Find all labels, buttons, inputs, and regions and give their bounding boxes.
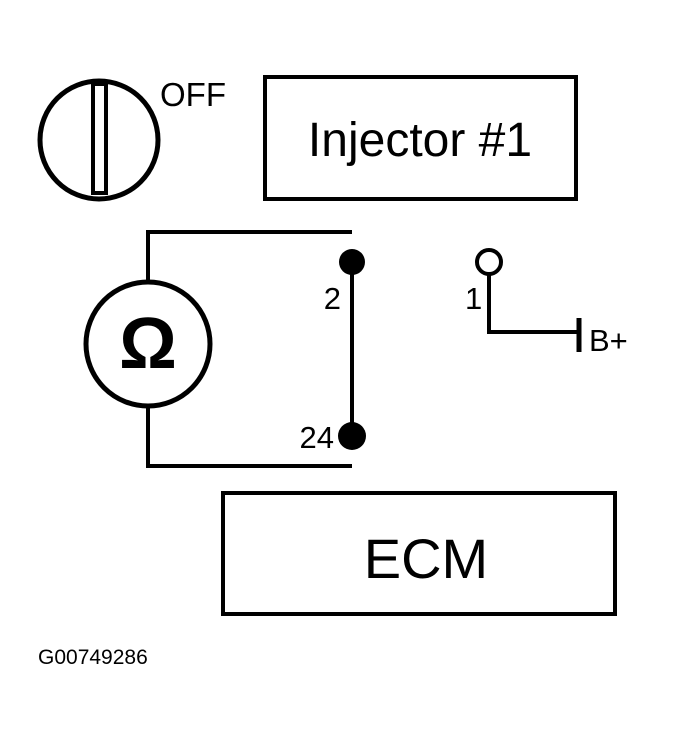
meter-lead-lower: [146, 406, 352, 468]
ohmmeter-wiring: [146, 230, 354, 468]
injector-pin-1-label: 1: [465, 281, 482, 316]
injector-label: Injector #1: [308, 114, 532, 167]
figure-id: G00749286: [38, 646, 148, 669]
b-plus-wire: [487, 274, 578, 334]
switch-off-label: OFF: [160, 76, 226, 113]
ohmmeter-icon: [83, 279, 213, 409]
ecm-terminal-2: [339, 249, 365, 275]
injector-terminal-1: [475, 248, 503, 276]
ecm-box: [221, 491, 617, 616]
ecm-pin-2-label: 2: [324, 281, 341, 316]
ecm-label: ECM: [364, 527, 488, 590]
ohm-symbol: Ω: [119, 304, 177, 384]
meter-lead-upper: [146, 230, 352, 282]
b-plus-label: B+: [589, 323, 628, 358]
ecm-pin-24-label: 24: [300, 420, 334, 455]
ignition-switch-slot: [91, 82, 108, 195]
ignition-switch: [37, 78, 161, 202]
injector-box: [263, 75, 578, 201]
ecm-terminal-24: [338, 422, 366, 450]
